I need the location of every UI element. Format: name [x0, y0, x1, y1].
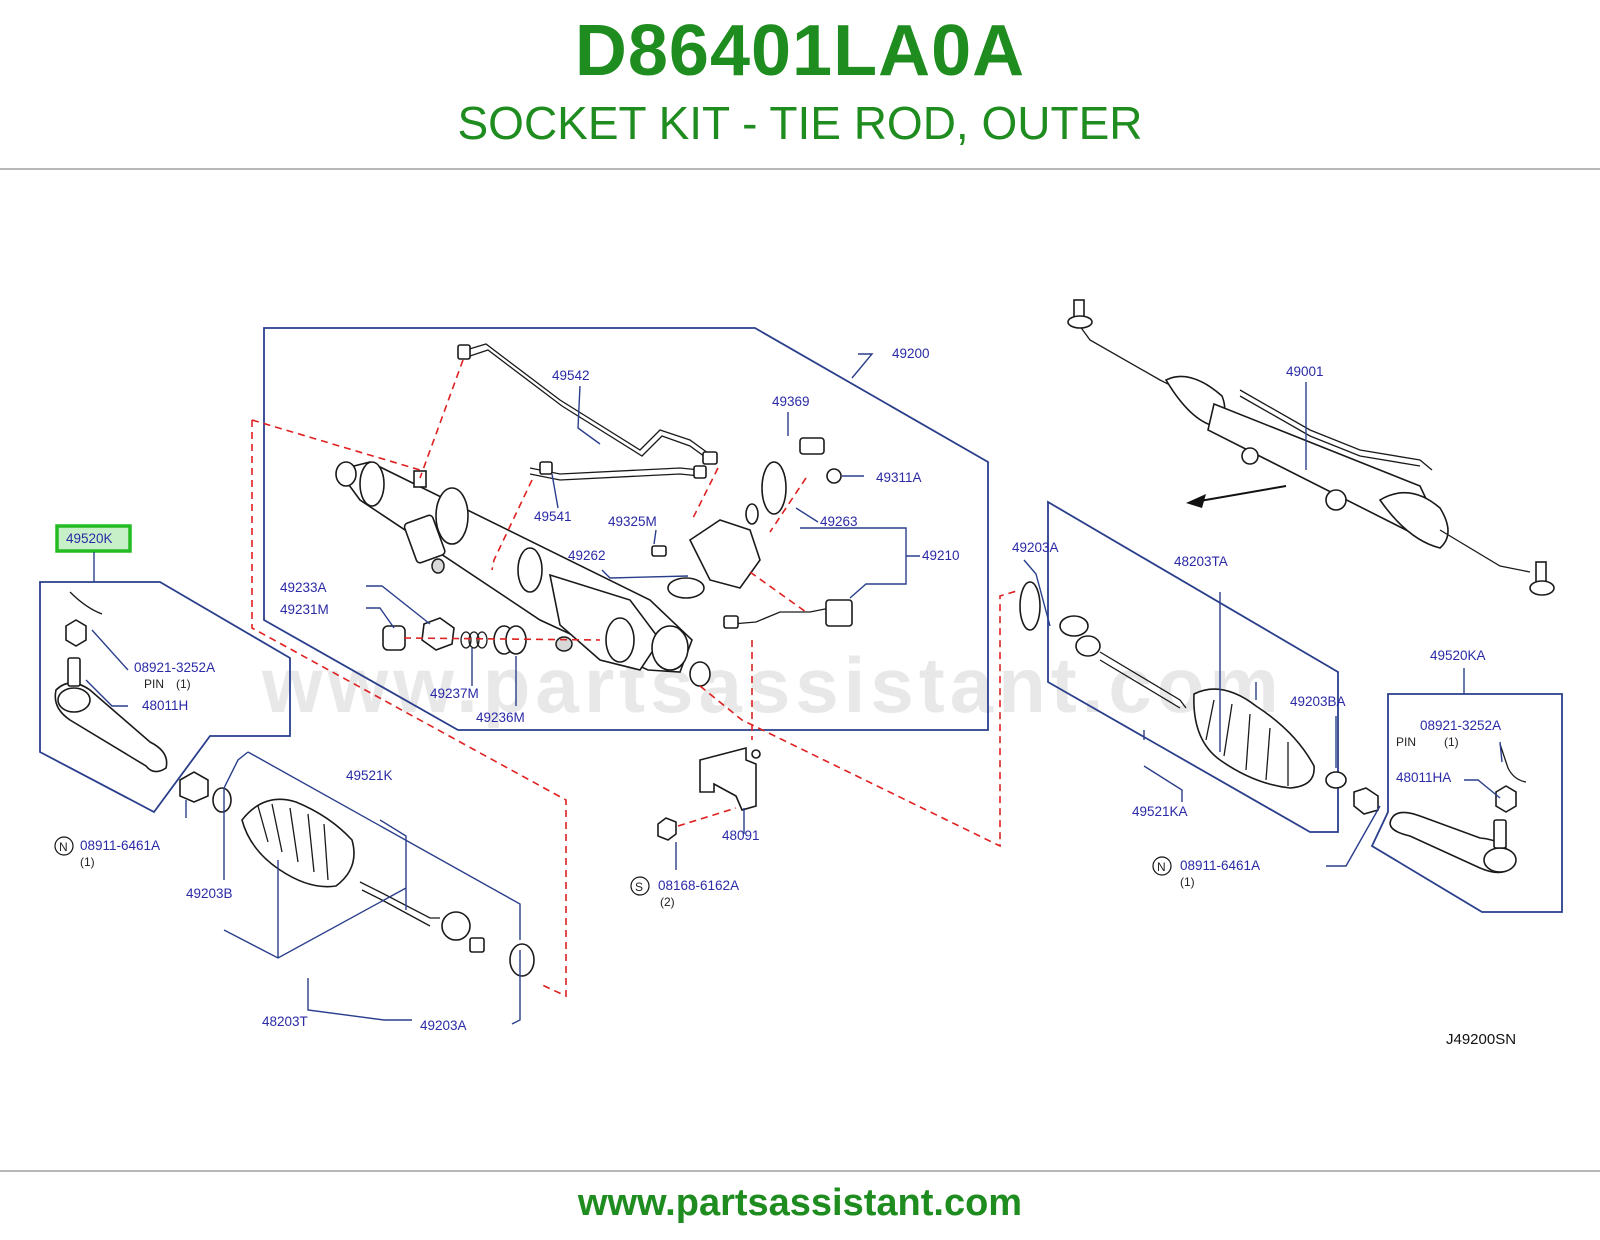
group-box-49520KA	[1370, 693, 1563, 913]
label-48011HA[interactable]: 48011HA	[1396, 770, 1451, 785]
label-49233A[interactable]: 49233A	[280, 580, 327, 595]
label-49203B[interactable]: 49203B	[186, 886, 233, 901]
label-08921-3252A-left[interactable]: 08921-3252A	[134, 660, 215, 675]
group-box-49520K	[39, 581, 291, 814]
note-marker-n-left	[54, 836, 74, 856]
inner-rod-right-illustration	[1019, 581, 1379, 815]
outer-tie-rod-left-group	[39, 524, 535, 1025]
diagram-code: J49200SN	[1446, 1031, 1516, 1048]
header-divider	[0, 168, 1600, 170]
qty-08921-3252A-right: (1)	[1444, 735, 1459, 749]
qty-08921-3252A-left: (1)	[176, 677, 191, 691]
label-49541[interactable]: 49541	[534, 509, 572, 524]
label-08921-3252A-right[interactable]: 08921-3252A	[1420, 718, 1501, 733]
label-49325M[interactable]: 49325M	[608, 514, 657, 529]
label-08168-6162A[interactable]: 08168-6162A	[658, 878, 739, 893]
label-49542[interactable]: 49542	[552, 368, 590, 383]
note-marker-s	[630, 876, 650, 896]
label-49203A-left[interactable]: 49203A	[420, 1018, 467, 1033]
label-49236M[interactable]: 49236M	[476, 710, 525, 725]
footer-divider	[0, 1170, 1600, 1172]
note-marker-n-right-letter: N	[1157, 860, 1166, 874]
tie-rod-end-illustration	[54, 591, 168, 773]
dashed-reference-left	[251, 420, 567, 998]
highlighted-part-box	[55, 524, 132, 553]
note-marker-n-right	[1152, 856, 1172, 876]
watermark-text: www.partsassistant.com	[261, 641, 1284, 729]
valve-housing-illustration	[651, 437, 853, 629]
label-08911-6461A-right[interactable]: 08911-6461A	[1180, 858, 1260, 873]
label-49311A[interactable]: 49311A	[876, 470, 922, 485]
label-49203A-right[interactable]: 49203A	[1012, 540, 1059, 555]
label-49237M[interactable]: 49237M	[430, 686, 479, 701]
part-description: SOCKET KIT - TIE ROD, OUTER	[457, 97, 1143, 149]
label-49263[interactable]: 49263	[820, 514, 858, 529]
pin-name-right: PIN	[1396, 735, 1416, 749]
label-49001[interactable]: 49001	[1286, 364, 1324, 379]
adjuster-parts-illustration	[382, 617, 527, 655]
label-08911-6461A-left[interactable]: 08911-6461A	[80, 838, 160, 853]
label-49262[interactable]: 49262	[568, 548, 606, 563]
note-marker-s-letter: S	[635, 880, 643, 894]
page-header: D86401LA0A SOCKET KIT - TIE ROD, OUTER	[0, 0, 1600, 168]
note-marker-n-left-letter: N	[59, 840, 68, 854]
label-48203T[interactable]: 48203T	[262, 1014, 308, 1029]
group-box-49200	[263, 327, 989, 731]
label-49520KA[interactable]: 49520KA	[1430, 648, 1486, 663]
label-49210[interactable]: 49210	[922, 548, 960, 563]
label-49521K[interactable]: 49521K	[346, 768, 393, 783]
bracket-48091-illustration	[657, 746, 761, 870]
steering-gear-assembly-group	[263, 327, 989, 740]
label-49200[interactable]: 49200	[892, 346, 930, 361]
footer-website-link[interactable]: www.partsassistant.com	[577, 1182, 1023, 1224]
dashed-reference-right	[699, 589, 1021, 848]
qty-08911-6461A-left: (1)	[80, 855, 95, 869]
boot-and-inner-rod-illustration	[179, 771, 535, 977]
outer-tie-rod-right-group	[1370, 668, 1563, 913]
part-labels: 49520K 49200 49542 49369 49311A 49541 49…	[54, 346, 1516, 1048]
label-49521KA[interactable]: 49521KA	[1132, 804, 1188, 819]
rack-housing-illustration	[335, 461, 711, 687]
qty-08168-6162A: (2)	[660, 895, 675, 909]
pressure-tube-49542	[465, 343, 713, 457]
part-number-title: D86401LA0A	[574, 11, 1026, 91]
pin-name-left: PIN	[144, 677, 164, 691]
tie-rod-end-right-illustration	[1389, 743, 1527, 874]
label-49231M[interactable]: 49231M	[280, 602, 329, 617]
return-tube-49541	[529, 467, 701, 475]
label-49203BA[interactable]: 49203BA	[1290, 694, 1346, 709]
label-48011H[interactable]: 48011H	[142, 698, 188, 713]
label-48203TA[interactable]: 48203TA	[1174, 554, 1228, 569]
complete-steering-assembly-illustration	[1067, 299, 1555, 596]
label-48091[interactable]: 48091	[722, 828, 760, 843]
inner-tie-rod-right-group	[1019, 500, 1381, 867]
label-49520K[interactable]: 49520K	[66, 531, 113, 546]
qty-08911-6461A-right: (1)	[1180, 875, 1195, 889]
label-49369[interactable]: 49369	[772, 394, 810, 409]
group-box-48203TA	[1047, 500, 1339, 833]
